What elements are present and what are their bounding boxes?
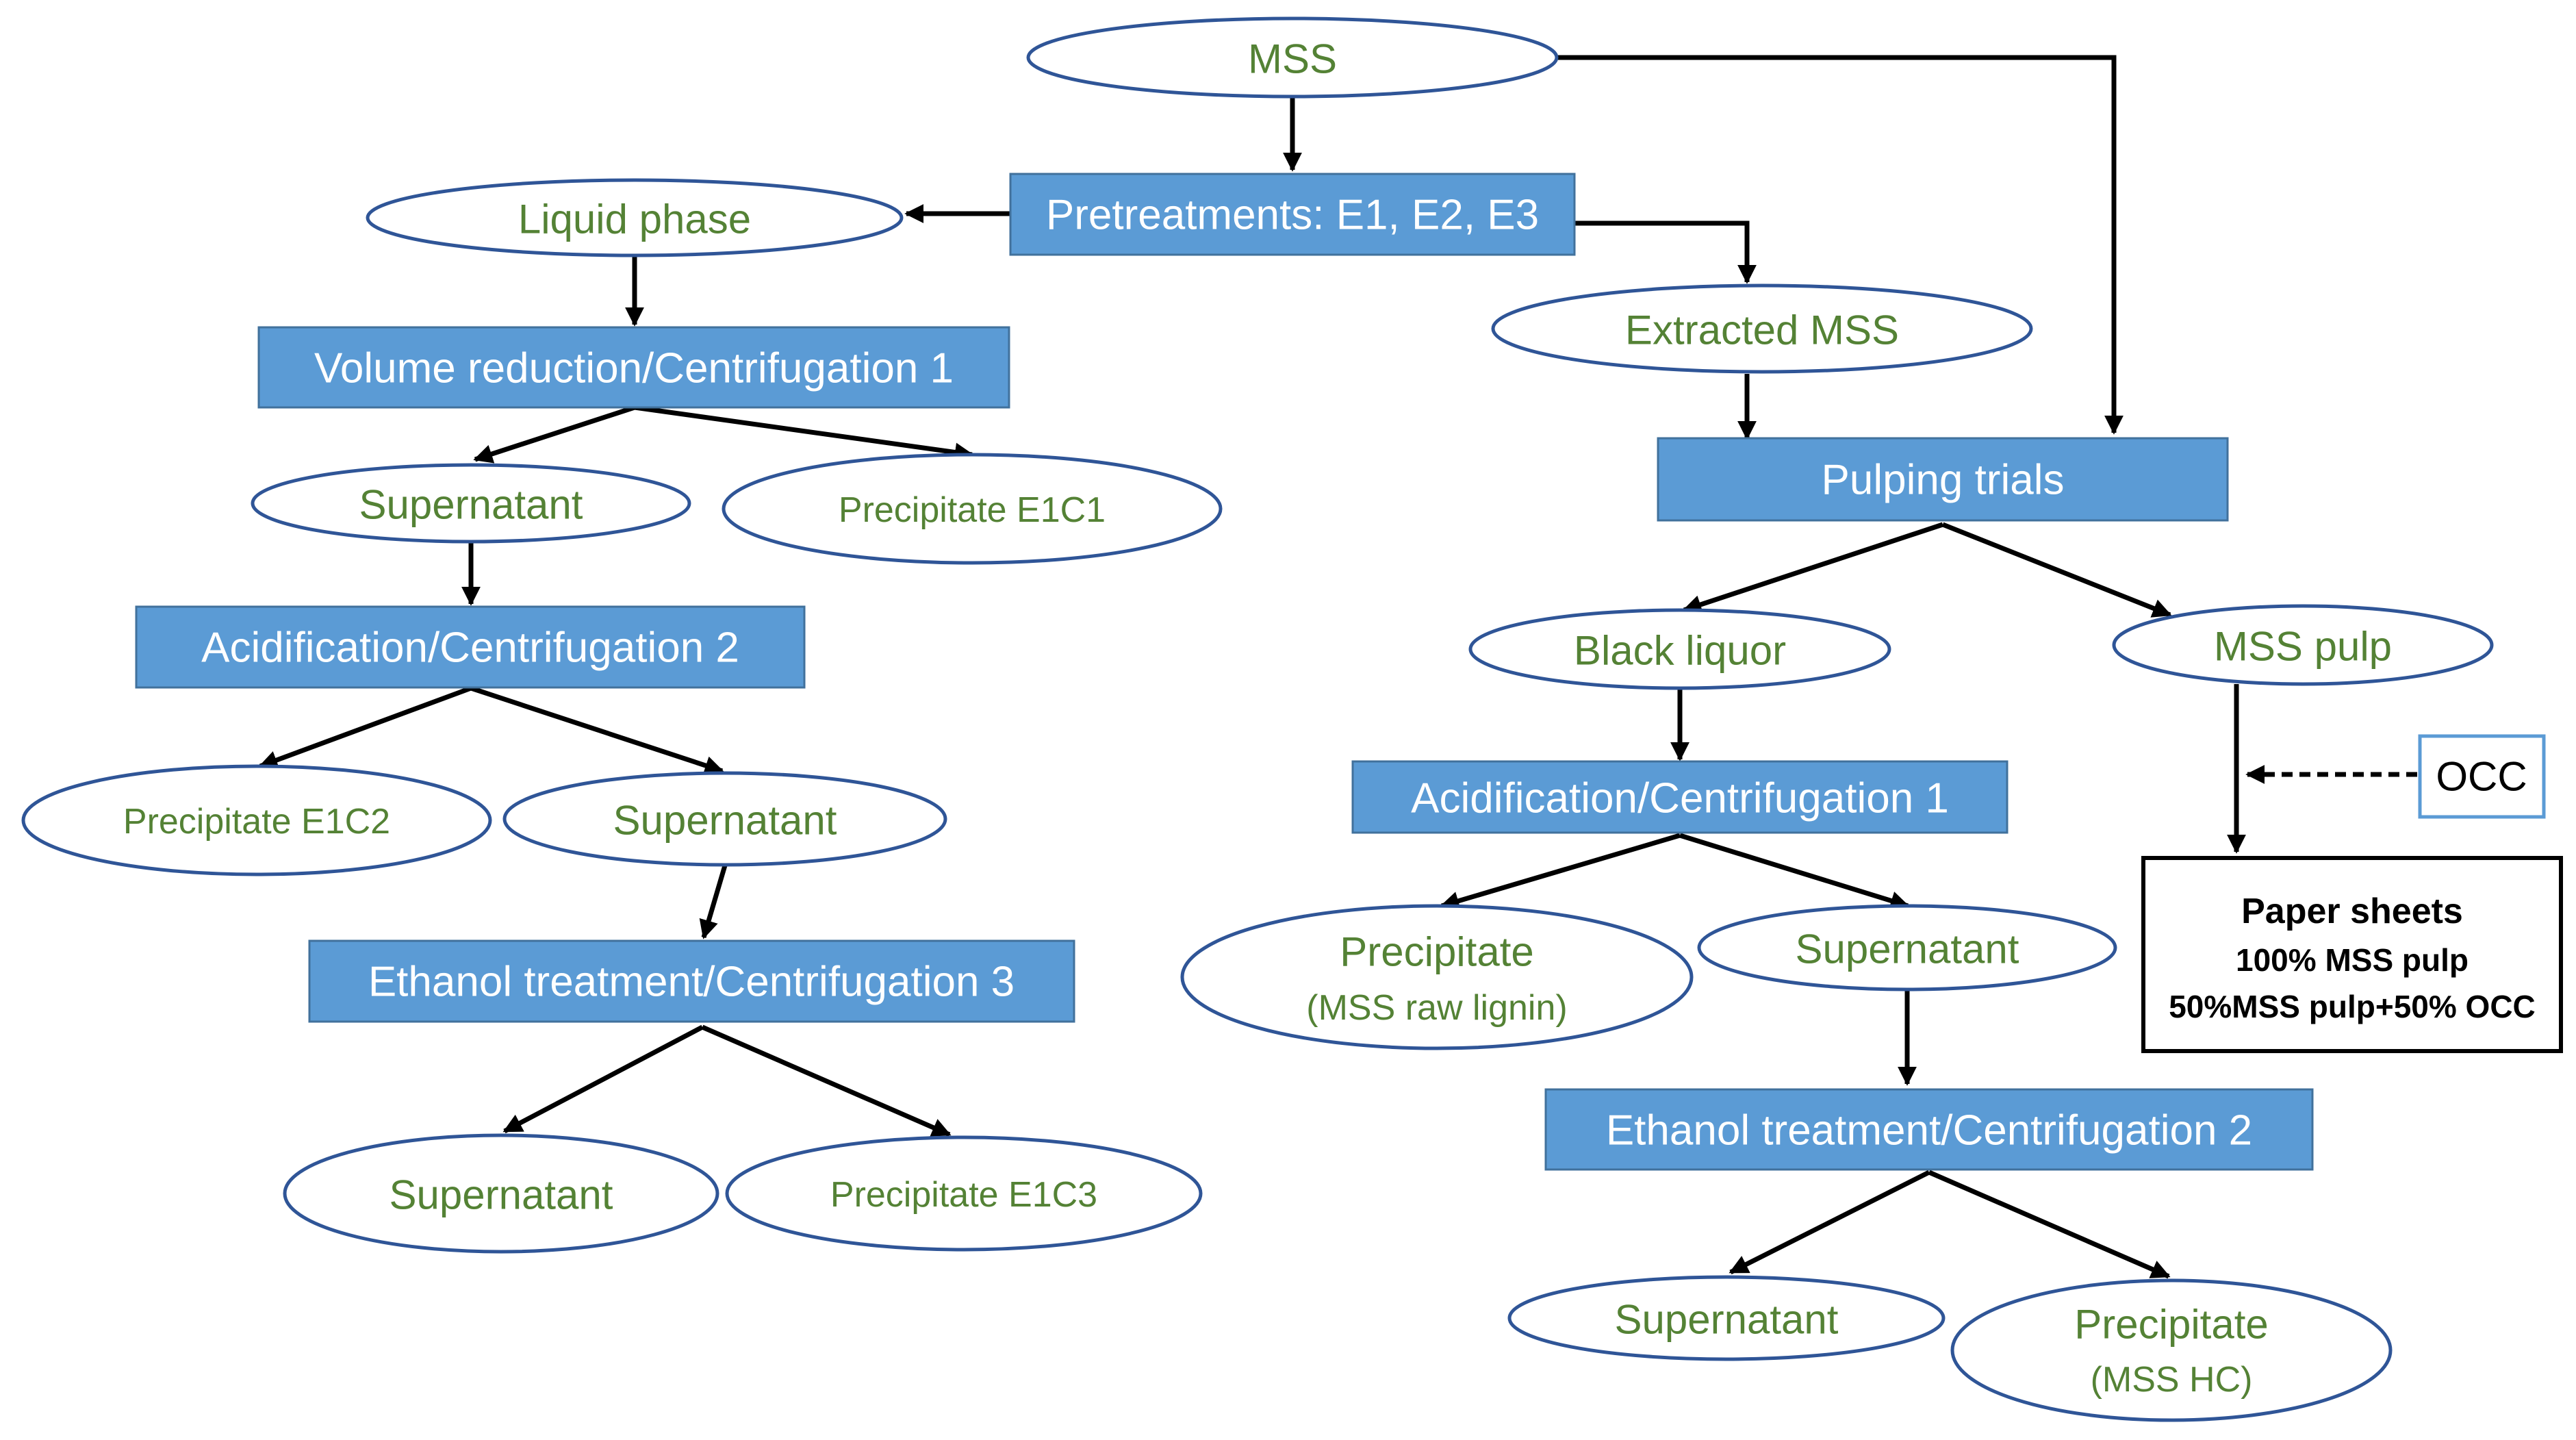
node-occ-label: OCC [2436,754,2527,800]
edge-pretreatments-to-extracted-mss [1574,220,1757,284]
paper-sheets-line-2: 50%MSS pulp+50% OCC [2169,989,2536,1024]
edge-volume-reduction-to-precipitate-e1c1 [634,405,974,462]
node-black-liquor: Black liquor [1468,608,1891,690]
node-precipitate-lignin: Precipitate (MSS raw lignin) [1180,904,1694,1050]
node-mss-pulp: MSS pulp [2112,604,2494,686]
node-acidification-1-label: Acidification/Centrifugation 1 [1411,775,1949,822]
edge-ethanol-2-to-precipitate-hc [1928,1170,2171,1279]
node-acidification-2: Acidification/Centrifugation 2 [135,605,806,689]
edge-pulping-trials-to-black-liquor [1682,522,1944,614]
node-precipitate-e1c3-label: Precipitate E1C3 [830,1175,1097,1215]
edge-acidification-2-to-supernatant-2 [470,685,724,775]
node-ethanol-3: Ethanol treatment/Centrifugation 3 [308,939,1075,1023]
node-supernatant-2: Supernatant [502,771,947,867]
edge-ethanol-2-to-supernatant-5 [1729,1170,1930,1275]
node-precipitate-hc-sublabel: (MSS HC) [2091,1360,2253,1400]
node-pretreatments-label: Pretreatments: E1, E2, E3 [1046,192,1539,239]
node-precipitate-hc: Precipitate (MSS HC) [1950,1278,2393,1422]
edge-supernatant-2-to-ethanol-3 [699,865,728,939]
edge-pulping-trials-to-mss-pulp [1941,522,2172,618]
node-acidification-1: Acidification/Centrifugation 1 [1351,760,2008,834]
node-mss-label: MSS [1248,36,1337,82]
paper-sheets-title: Paper sheets [2241,892,2463,931]
node-volume-reduction-label: Volume reduction/Centrifugation 1 [314,345,954,392]
node-liquid-phase-label: Liquid phase [518,197,751,242]
node-supernatant-4: Supernatant [1697,904,2117,991]
node-ethanol-2: Ethanol treatment/Centrifugation 2 [1544,1088,2314,1171]
node-precipitate-lignin-label: Precipitate [1340,929,1533,975]
node-acidification-2-label: Acidification/Centrifugation 2 [201,624,739,672]
node-precipitate-e1c2: Precipitate E1C2 [21,764,492,876]
node-ethanol-3-label: Ethanol treatment/Centrifugation 3 [368,959,1015,1006]
node-pretreatments: Pretreatments: E1, E2, E3 [1009,173,1576,256]
node-supernatant-2-label: Supernatant [613,798,837,844]
node-precipitate-e1c3: Precipitate E1C3 [725,1135,1203,1252]
node-volume-reduction: Volume reduction/Centrifugation 1 [257,326,1010,409]
node-precipitate-e1c1: Precipitate E1C1 [722,453,1223,565]
node-mss: MSS [1026,16,1559,99]
edge-acidification-1-to-precipitate-lignin [1440,833,1681,911]
node-supernatant-3-label: Supernatant [390,1172,613,1218]
node-paper-sheets: Paper sheets 100% MSS pulp 50%MSS pulp+5… [2141,856,2563,1053]
node-supernatant-4-label: Supernatant [1796,926,2019,972]
node-precipitate-hc-label: Precipitate [2074,1302,2268,1348]
node-supernatant-3: Supernatant [283,1133,719,1254]
node-ethanol-2-label: Ethanol treatment/Centrifugation 2 [1606,1107,2252,1154]
node-pulping-trials-label: Pulping trials [1822,457,2065,504]
node-supernatant-5-label: Supernatant [1615,1297,1839,1343]
edge-acidification-2-to-precipitate-e1c2 [258,685,472,770]
node-extracted-mss-label: Extracted MSS [1625,307,1899,353]
edge-ethanol-3-to-supernatant-3 [502,1024,704,1134]
node-precipitate-lignin-sublabel: (MSS raw lignin) [1306,988,1567,1028]
node-pulping-trials: Pulping trials [1657,437,2229,522]
node-supernatant-5: Supernatant [1507,1275,1946,1361]
paper-sheets-line-1: 100% MSS pulp [2236,942,2469,978]
edge-acidification-1-to-supernatant-4 [1679,833,1910,910]
node-mss-pulp-label: MSS pulp [2214,624,2392,670]
node-occ: OCC [2418,734,2546,819]
node-precipitate-e1c2-label: Precipitate E1C2 [123,802,390,842]
node-liquid-phase: Liquid phase [366,178,904,257]
edge-volume-reduction-to-supernatant [473,405,636,464]
node-extracted-mss: Extracted MSS [1491,283,2033,374]
node-supernatant-1: Supernatant [251,463,691,544]
node-black-liquor-label: Black liquor [1574,628,1786,674]
node-precipitate-e1c1-label: Precipitate E1C1 [839,490,1106,530]
edges [258,55,2417,1279]
edge-ethanol-3-to-precipitate-e1c3 [701,1024,952,1137]
node-supernatant-1-label: Supernatant [359,482,583,528]
edge-mss-to-pulping-trials [1557,55,2124,435]
